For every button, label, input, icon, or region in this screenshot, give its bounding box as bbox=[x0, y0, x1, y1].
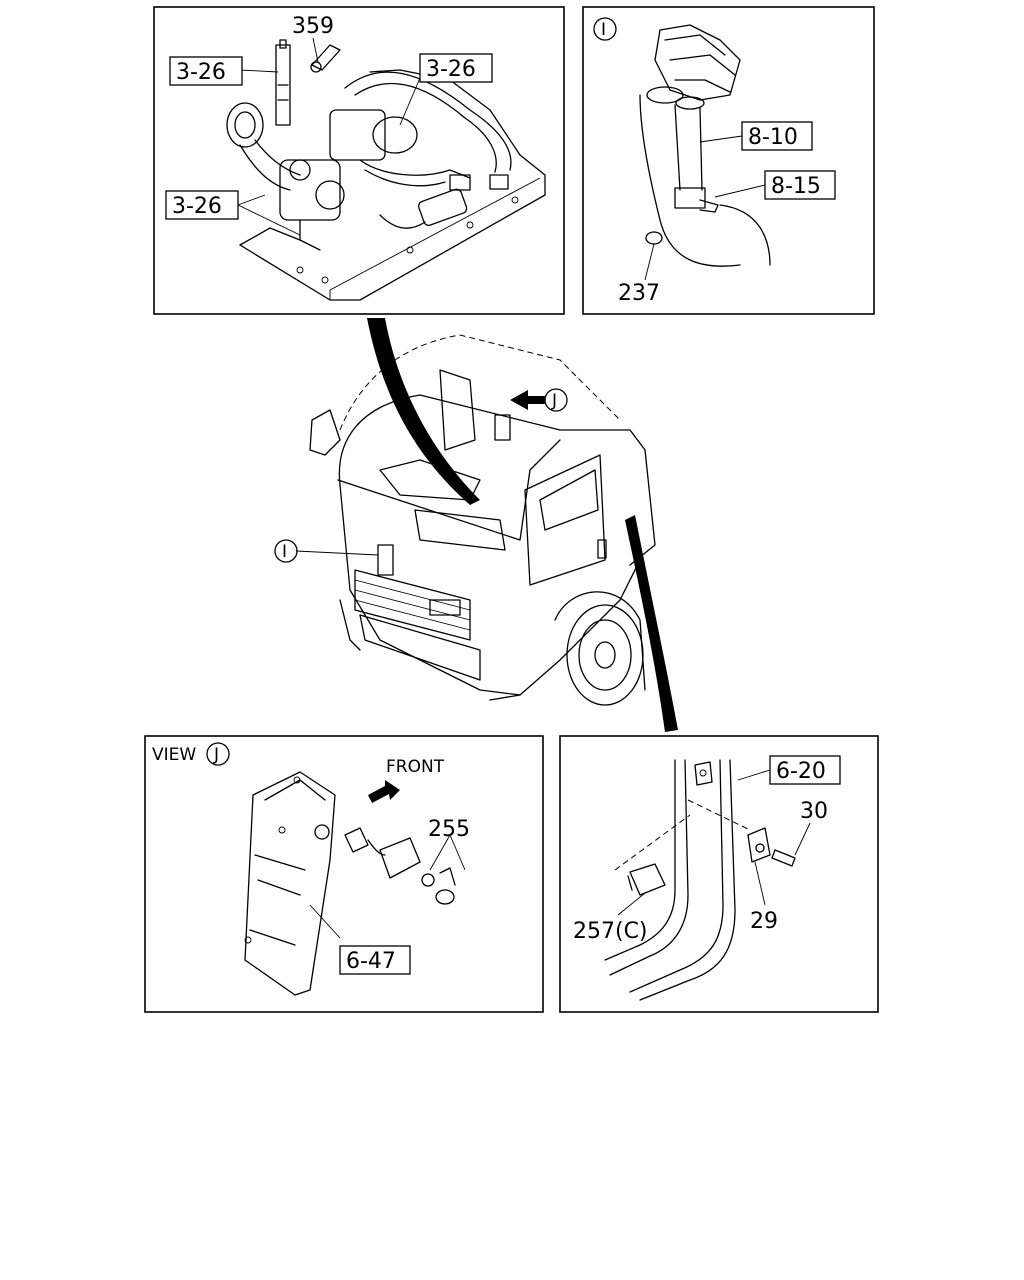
callout-237: 237 bbox=[618, 281, 660, 306]
marker-j-center: J bbox=[551, 391, 557, 411]
callout-3-26-c: 3-26 bbox=[172, 194, 222, 219]
truck-illustration: I J bbox=[274, 318, 678, 732]
callout-6-47: 6-47 bbox=[346, 949, 396, 974]
callout-3-26-b: 3-26 bbox=[426, 57, 476, 82]
front-label: FRONT bbox=[386, 757, 445, 777]
callout-6-20: 6-20 bbox=[776, 759, 826, 784]
panel-bottom-right: 6-20 30 29 257(C) bbox=[559, 735, 879, 1013]
view-label: VIEW bbox=[152, 745, 196, 765]
callout-257c: 257(C) bbox=[573, 919, 648, 944]
callout-29: 29 bbox=[750, 909, 778, 934]
callout-8-10: 8-10 bbox=[748, 125, 798, 150]
callout-8-15: 8-15 bbox=[771, 174, 821, 199]
marker-j-view: J bbox=[213, 745, 219, 765]
panel-top-left: 359 3-26 3-26 3-26 bbox=[153, 6, 565, 315]
marker-i-center: I bbox=[282, 542, 287, 562]
callout-3-26-a: 3-26 bbox=[176, 60, 226, 85]
marker-i-top: I bbox=[601, 20, 606, 40]
callout-30: 30 bbox=[800, 799, 828, 824]
panel-top-right: I 8-10 8-15 237 bbox=[582, 6, 875, 315]
panel-bottom-left: VIEW J FRONT 255 6-47 bbox=[144, 735, 544, 1013]
callout-359: 359 bbox=[292, 14, 334, 39]
callout-255: 255 bbox=[428, 817, 470, 842]
